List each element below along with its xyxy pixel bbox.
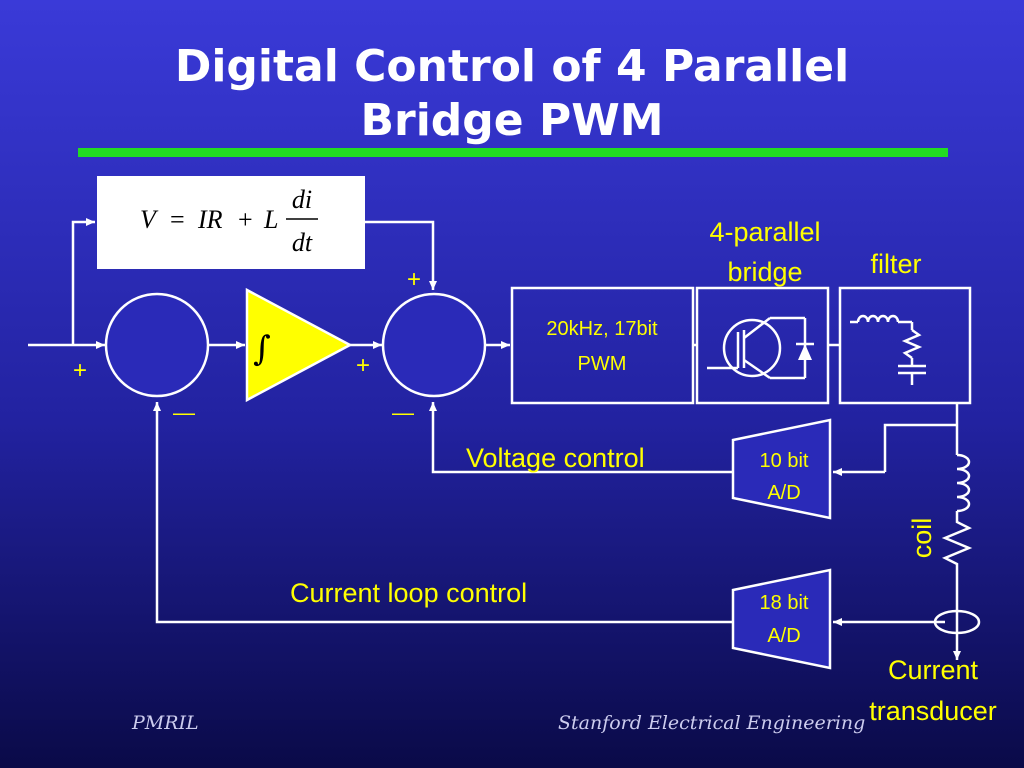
inductor-icon	[856, 314, 900, 323]
resistor-icon	[901, 328, 923, 360]
transducer-label-line-1: Current	[888, 655, 979, 685]
integrator-block: ∫	[245, 287, 353, 403]
footer-left: PMRIL	[132, 712, 199, 734]
integral-sign: ∫	[253, 329, 271, 369]
adc-voltage-block: 10 bit A/D	[731, 418, 832, 520]
eq-term-l: L	[263, 205, 278, 234]
summing-junction-1: + —	[73, 292, 210, 425]
eq-lhs: V	[140, 205, 159, 234]
sum1-minus-sign: —	[173, 400, 195, 425]
adc-current-line-2: A/D	[767, 625, 800, 647]
eq-equals: =	[170, 205, 185, 234]
voltage-control-label: Voltage control	[466, 443, 645, 473]
pwm-block: 20kHz, 17bit PWM	[510, 286, 695, 405]
adc-current-block: 18 bit A/D	[731, 568, 832, 670]
title-underline	[78, 148, 948, 157]
adc-current-line-1: 18 bit	[760, 592, 809, 614]
pwm-label-line-1: 20kHz, 17bit	[546, 318, 658, 340]
eq-term-ir: IR	[197, 205, 223, 234]
adc-voltage-line-2: A/D	[767, 482, 800, 504]
filter-block: filter	[838, 249, 972, 405]
slide-title: Digital Control of 4 Parallel Bridge PWM	[0, 40, 1024, 148]
sum2-plus-left-sign: +	[356, 352, 370, 379]
eq-numerator: di	[292, 185, 312, 214]
transducer-label-line-2: transducer	[869, 696, 997, 726]
coil-inductor-icon	[941, 453, 973, 570]
eq-plus: +	[238, 205, 253, 234]
voltage-feedback-wire	[429, 402, 733, 474]
current-transducer-icon	[933, 609, 981, 635]
summing-junction-2: + + —	[356, 266, 487, 425]
adc-voltage-line-1: 10 bit	[760, 450, 809, 472]
pwm-label-line-2: PWM	[578, 353, 627, 375]
sum1-plus-sign: +	[73, 357, 87, 384]
coil-label: coil	[907, 518, 937, 559]
current-feedback-wire	[153, 402, 733, 624]
sum2-minus-sign: —	[392, 400, 414, 425]
bridge-block: 4-parallel bridge	[695, 217, 830, 405]
signal-wires	[28, 218, 961, 660]
equation-block: V = IR + L di dt	[97, 176, 365, 269]
eq-denominator: dt	[292, 228, 313, 257]
title-line-2: Bridge PWM	[360, 95, 664, 146]
footer-right: Stanford Electrical Engineering	[558, 712, 866, 734]
diode-icon	[796, 342, 814, 360]
sum2-plus-top-sign: +	[407, 266, 421, 293]
voltage-tap-wire	[883, 423, 957, 472]
feedforward-wire-in	[71, 218, 95, 345]
bridge-label-line-1: 4-parallel	[709, 217, 820, 247]
title-line-1: Digital Control of 4 Parallel	[174, 41, 850, 92]
feedforward-wire-out	[365, 220, 437, 290]
filter-label: filter	[870, 249, 921, 279]
igbt-transistor-icon	[707, 316, 807, 380]
current-loop-label: Current loop control	[290, 578, 527, 608]
bridge-label-line-2: bridge	[727, 257, 802, 287]
